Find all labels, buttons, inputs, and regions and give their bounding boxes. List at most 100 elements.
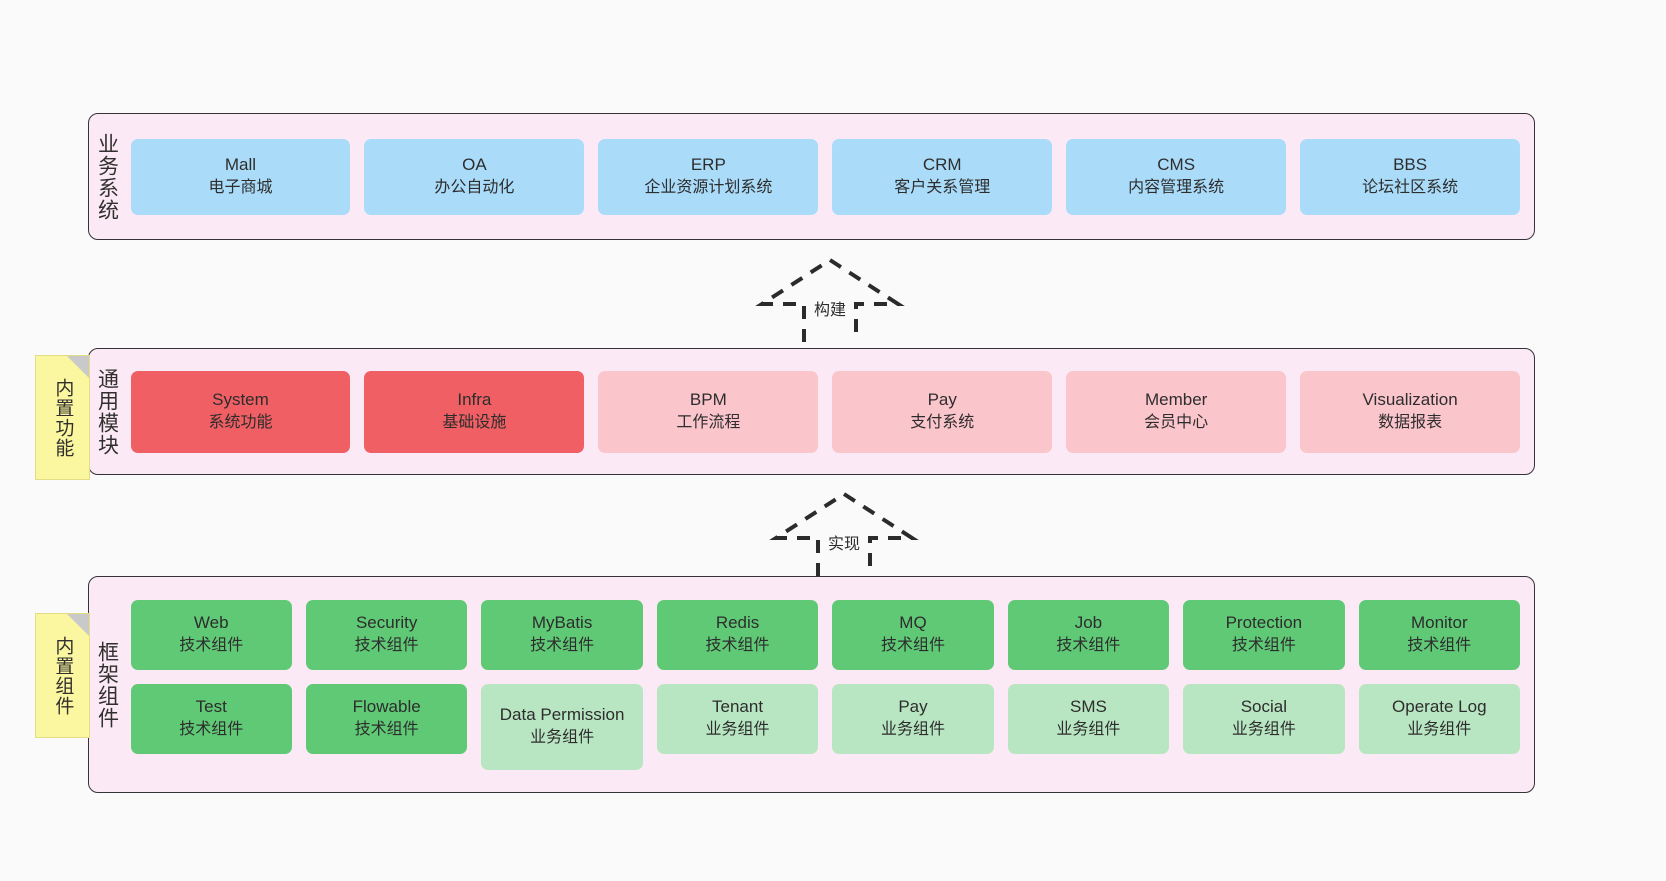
node-mybatis-subtitle: 技术组件 [530, 637, 595, 655]
node-data-permission-subtitle: 业务组件 [530, 729, 595, 747]
node-mq[interactable]: MQ 技术组件 [832, 599, 994, 670]
node-social[interactable]: Social 业务组件 [1183, 683, 1345, 754]
layer-body-business-system: Mall 电子商城 OA 办公自动化 ERP 企业资源计划系统 CRM 客户关系… [125, 114, 1534, 239]
node-visualization-title: Visualization [1362, 390, 1458, 410]
sticky-note-builtin-components-label: 内置组件 [52, 635, 74, 716]
node-tenant-title: Tenant [712, 697, 764, 717]
node-pay-component-subtitle: 业务组件 [880, 721, 945, 739]
sticky-note-builtin-components: 内置组件 [35, 613, 90, 738]
node-mall-subtitle: 电子商城 [208, 179, 273, 197]
node-system-subtitle: 系统功能 [208, 414, 273, 432]
node-job[interactable]: Job 技术组件 [1007, 599, 1170, 670]
node-crm-subtitle: 客户关系管理 [894, 179, 991, 197]
arrow-implement-label: 实现 [825, 530, 863, 554]
node-sms[interactable]: SMS 业务组件 [1007, 683, 1170, 754]
node-pay-module[interactable]: Pay 支付系统 [832, 370, 1053, 453]
node-mybatis-title: MyBatis [531, 613, 593, 633]
node-infra-subtitle: 基础设施 [442, 414, 507, 432]
node-redis-subtitle: 技术组件 [705, 637, 770, 655]
node-bpm[interactable]: BPM 工作流程 [598, 370, 819, 453]
node-pay-component-title: Pay [898, 697, 928, 717]
node-social-subtitle: 业务组件 [1231, 721, 1296, 739]
node-security[interactable]: Security 技术组件 [305, 599, 468, 670]
node-pay-module-subtitle: 支付系统 [910, 414, 975, 432]
arrow-build-label: 构建 [811, 296, 849, 320]
framework-row-business: Test 技术组件 Flowable 技术组件 Data Permission … [130, 683, 1521, 770]
node-protection-title: Protection [1225, 613, 1303, 633]
node-mybatis[interactable]: MyBatis 技术组件 [481, 599, 643, 670]
sticky-note-builtin-features-label: 内置功能 [52, 377, 74, 458]
node-flowable[interactable]: Flowable 技术组件 [305, 683, 468, 754]
node-monitor-subtitle: 技术组件 [1407, 637, 1472, 655]
node-mall-title: Mall [224, 155, 257, 175]
node-operate-log-title: Operate Log [1392, 697, 1487, 717]
node-system[interactable]: System 系统功能 [130, 370, 351, 453]
node-bpm-title: BPM [689, 390, 727, 410]
node-crm-title: CRM [922, 155, 962, 175]
layer-business-system: 业务系统 Mall 电子商城 OA 办公自动化 ERP 企业资源计划系统 CRM… [88, 113, 1535, 240]
node-test[interactable]: Test 技术组件 [130, 683, 292, 754]
layer-title-common-module: 通用模块 [95, 367, 119, 456]
node-member-title: Member [1144, 390, 1208, 410]
node-oa[interactable]: OA 办公自动化 [364, 138, 585, 215]
arrow-build: 构建 [755, 257, 905, 342]
node-operate-log-subtitle: 业务组件 [1407, 721, 1472, 739]
sticky-fold-corner-icon [67, 614, 89, 636]
node-sms-title: SMS [1070, 697, 1107, 717]
node-bbs-title: BBS [1393, 155, 1428, 175]
layer-framework-component: 框架组件 Web 技术组件 Security 技术组件 MyBatis 技术组件… [88, 576, 1535, 793]
framework-row-technical: Web 技术组件 Security 技术组件 MyBatis 技术组件 Redi… [130, 599, 1521, 670]
node-crm[interactable]: CRM 客户关系管理 [832, 138, 1053, 215]
node-bbs[interactable]: BBS 论坛社区系统 [1300, 138, 1521, 215]
node-redis-title: Redis [715, 613, 760, 633]
node-cms[interactable]: CMS 内容管理系统 [1066, 138, 1287, 215]
layer-title-framework-component: 框架组件 [95, 640, 119, 729]
node-erp[interactable]: ERP 企业资源计划系统 [598, 138, 819, 215]
node-mq-title: MQ [899, 613, 927, 633]
node-flowable-subtitle: 技术组件 [354, 721, 419, 739]
sticky-fold-corner-icon [67, 356, 89, 378]
node-protection-subtitle: 技术组件 [1231, 637, 1296, 655]
node-protection[interactable]: Protection 技术组件 [1183, 599, 1345, 670]
node-mall[interactable]: Mall 电子商城 [130, 138, 351, 215]
node-operate-log[interactable]: Operate Log 业务组件 [1358, 683, 1521, 754]
node-mq-subtitle: 技术组件 [880, 637, 945, 655]
node-cms-title: CMS [1157, 155, 1196, 175]
node-member[interactable]: Member 会员中心 [1066, 370, 1287, 453]
node-monitor-title: Monitor [1410, 613, 1468, 633]
node-visualization[interactable]: Visualization 数据报表 [1300, 370, 1521, 453]
node-visualization-subtitle: 数据报表 [1378, 414, 1443, 432]
node-social-title: Social [1240, 697, 1288, 717]
layer-title-business-system: 业务系统 [95, 132, 119, 221]
node-member-subtitle: 会员中心 [1144, 414, 1209, 432]
node-erp-title: ERP [690, 155, 726, 175]
node-sms-subtitle: 业务组件 [1056, 721, 1121, 739]
node-redis[interactable]: Redis 技术组件 [656, 599, 819, 670]
node-job-subtitle: 技术组件 [1056, 637, 1121, 655]
node-infra-title: Infra [457, 390, 492, 410]
node-bbs-subtitle: 论坛社区系统 [1362, 179, 1459, 197]
node-web-subtitle: 技术组件 [179, 637, 244, 655]
node-security-title: Security [355, 613, 418, 633]
node-data-permission-title: Data Permission [499, 705, 625, 725]
node-cms-subtitle: 内容管理系统 [1128, 179, 1225, 197]
node-system-title: System [212, 390, 269, 410]
node-test-title: Test [195, 697, 227, 717]
layer-body-common-module: System 系统功能 Infra 基础设施 BPM 工作流程 Pay 支付系统… [125, 349, 1534, 474]
node-oa-title: OA [462, 155, 487, 175]
node-data-permission[interactable]: Data Permission 业务组件 [481, 683, 643, 770]
node-pay-module-title: Pay [927, 390, 957, 410]
node-web[interactable]: Web 技术组件 [130, 599, 292, 670]
node-test-subtitle: 技术组件 [179, 721, 244, 739]
node-web-title: Web [193, 613, 229, 633]
node-monitor[interactable]: Monitor 技术组件 [1358, 599, 1521, 670]
layer-common-module: 通用模块 System 系统功能 Infra 基础设施 BPM 工作流程 Pay… [88, 348, 1535, 475]
node-security-subtitle: 技术组件 [354, 637, 419, 655]
node-tenant[interactable]: Tenant 业务组件 [656, 683, 819, 754]
layer-body-framework-component: Web 技术组件 Security 技术组件 MyBatis 技术组件 Redi… [125, 577, 1534, 792]
node-bpm-subtitle: 工作流程 [676, 414, 741, 432]
node-infra[interactable]: Infra 基础设施 [364, 370, 585, 453]
node-pay-component[interactable]: Pay 业务组件 [832, 683, 994, 754]
node-tenant-subtitle: 业务组件 [705, 721, 770, 739]
